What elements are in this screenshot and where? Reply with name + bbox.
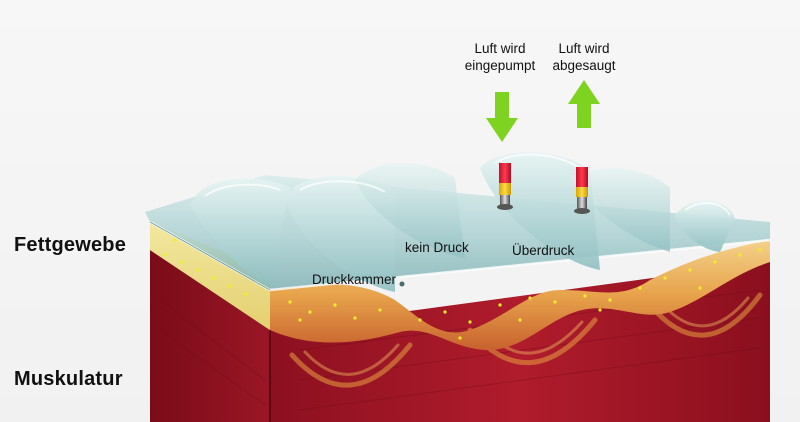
chamber-5 (570, 167, 670, 252)
leader-dot-druckkammer (399, 281, 405, 287)
label-fettgewebe: Fettgewebe (14, 234, 127, 256)
arrow-down-icon (486, 92, 518, 142)
fat-cells (163, 238, 762, 340)
label-ueberdruck: Überdruck (512, 243, 575, 258)
label-druckkammer: Druckkammer (312, 272, 397, 287)
label-muskulatur: Muskulatur (14, 368, 123, 390)
pressure-waves (289, 292, 763, 388)
label-kein-druck: kein Druck (405, 240, 469, 255)
muscle-left-face (150, 250, 270, 422)
chamber-3 (355, 162, 465, 258)
label-luft-eingepumpt: Luft wird eingepumpt (464, 41, 536, 73)
chamber-1 (190, 178, 290, 285)
pressure-chambers (190, 152, 735, 292)
fat-layer-front (270, 240, 770, 351)
chamber-2 (285, 175, 395, 292)
chamber-6 (675, 200, 735, 252)
air-valve-right (574, 167, 590, 214)
air-valve-left (497, 163, 513, 210)
label-luft-abgesaugt: Luft wird abgesaugt (552, 41, 616, 73)
arrow-up-icon (568, 80, 600, 128)
fat-layer-side (150, 222, 270, 330)
